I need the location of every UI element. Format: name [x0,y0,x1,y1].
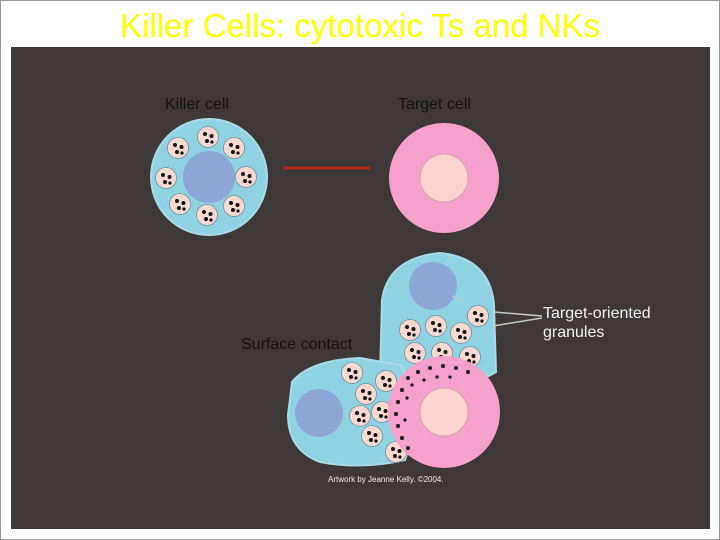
target-cell-free [389,123,499,233]
granules-pointer-inner [451,295,466,303]
killer-cell-attached-lower [286,356,415,467]
target-cell-attached [388,356,500,468]
label-killer-cell: Killer cell [165,96,230,113]
killer-cell-free [150,118,268,236]
granules-pointer-1 [493,311,543,317]
label-target-cell: Target cell [398,96,471,113]
granules-pointer-2 [492,317,543,327]
label-surface-contact: Surface contact [241,336,353,353]
label-granules-line2: granules [543,324,605,341]
killer-cell-attached-upper [378,251,498,390]
label-granules-line1: Target-oriented [543,305,651,322]
artwork-credit: Artwork by Jeanne Kelly. ©2004. [328,475,444,484]
slide-title: Killer Cells: cytotoxic Ts and NKs [120,7,600,44]
